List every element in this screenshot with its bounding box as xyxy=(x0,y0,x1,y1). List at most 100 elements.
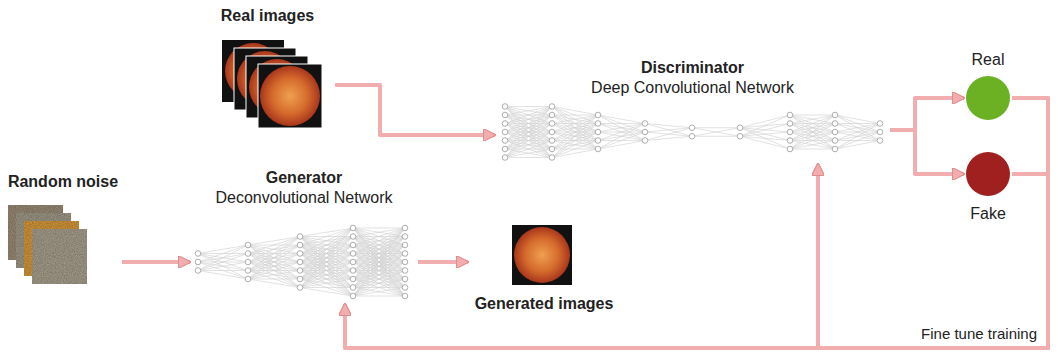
network-link xyxy=(300,279,353,288)
network-link xyxy=(598,124,645,133)
network-unit xyxy=(502,112,508,118)
network-link xyxy=(353,288,405,297)
network-link xyxy=(692,128,740,137)
network-link xyxy=(835,115,880,132)
network-link xyxy=(552,107,598,116)
network-link xyxy=(692,128,740,137)
network-link xyxy=(552,141,598,158)
network-link xyxy=(505,132,552,158)
network-link xyxy=(505,115,552,158)
node-title: Random noise xyxy=(8,172,118,192)
network-unit xyxy=(832,138,838,144)
output-circle xyxy=(966,152,1010,196)
network-link xyxy=(248,254,300,288)
network-link xyxy=(598,115,645,124)
network-link xyxy=(790,115,835,116)
network-link xyxy=(300,228,353,288)
network-link xyxy=(353,254,405,297)
network-link xyxy=(740,128,790,149)
network-link xyxy=(505,124,552,158)
network-link xyxy=(505,107,552,150)
network-link xyxy=(835,124,880,150)
network-link xyxy=(552,115,598,124)
network-link xyxy=(248,271,300,280)
network-link xyxy=(552,107,598,133)
network-link xyxy=(598,124,645,141)
network-unit xyxy=(595,121,601,127)
network-link xyxy=(740,132,790,136)
network-link xyxy=(790,115,835,141)
network-link xyxy=(300,271,353,288)
network-unit xyxy=(350,276,356,282)
network-unit xyxy=(350,259,356,265)
network-link xyxy=(552,115,598,116)
network-unit xyxy=(832,112,838,118)
network-unit xyxy=(402,285,408,291)
network-unit xyxy=(297,268,303,274)
network-unit xyxy=(787,112,793,118)
network-link xyxy=(835,115,880,141)
network-link xyxy=(552,115,598,141)
network-link xyxy=(353,228,405,254)
network-link xyxy=(552,115,598,141)
network-unit xyxy=(350,225,356,231)
network-unit xyxy=(642,121,648,127)
network-link xyxy=(598,115,645,141)
network-unit xyxy=(549,146,555,152)
network-unit xyxy=(502,129,508,135)
network-unit xyxy=(245,276,251,282)
network-link xyxy=(505,107,552,150)
network-unit xyxy=(402,234,408,240)
network-link xyxy=(552,124,598,158)
network-link xyxy=(740,115,790,136)
network-link xyxy=(790,115,835,149)
network-link xyxy=(353,228,405,288)
network-link xyxy=(692,127,740,128)
network-link xyxy=(598,123,645,124)
network-unit xyxy=(297,242,303,248)
network-link xyxy=(552,149,598,158)
network-link xyxy=(248,237,300,271)
network-unit xyxy=(195,259,201,265)
network-unit xyxy=(297,276,303,282)
network-link xyxy=(835,124,880,141)
network-link xyxy=(505,107,552,158)
discriminator-network xyxy=(502,104,883,161)
network-link xyxy=(835,124,880,133)
network-unit xyxy=(402,293,408,299)
network-link xyxy=(505,141,552,158)
network-link xyxy=(835,132,880,149)
network-link xyxy=(300,279,353,288)
network-link xyxy=(198,262,248,271)
network-link xyxy=(353,228,405,271)
network-link xyxy=(198,254,248,280)
network-unit xyxy=(402,259,408,265)
network-link xyxy=(248,245,300,288)
network-link xyxy=(505,115,552,158)
network-unit xyxy=(832,146,838,152)
network-unit xyxy=(350,234,356,240)
network-unit xyxy=(297,259,303,265)
network-link xyxy=(505,124,552,158)
network-link xyxy=(353,228,405,296)
edge-label: Fine tune training xyxy=(918,325,1040,343)
node-subtitle: Deep Convolutional Network xyxy=(591,78,794,98)
network-unit xyxy=(787,138,793,144)
network-unit xyxy=(832,121,838,127)
network-link xyxy=(353,279,405,296)
network-link xyxy=(790,124,835,150)
network-link xyxy=(835,124,880,133)
network-link xyxy=(248,262,300,279)
network-link xyxy=(198,254,248,271)
network-unit xyxy=(502,121,508,127)
network-link xyxy=(790,115,835,141)
connector-arrow xyxy=(335,85,495,135)
network-link xyxy=(790,124,835,150)
network-link xyxy=(248,237,300,263)
network-link xyxy=(552,132,598,158)
network-unit xyxy=(737,133,743,139)
node-title: Fake xyxy=(970,204,1006,224)
network-link xyxy=(300,279,353,296)
network-link xyxy=(835,124,880,141)
